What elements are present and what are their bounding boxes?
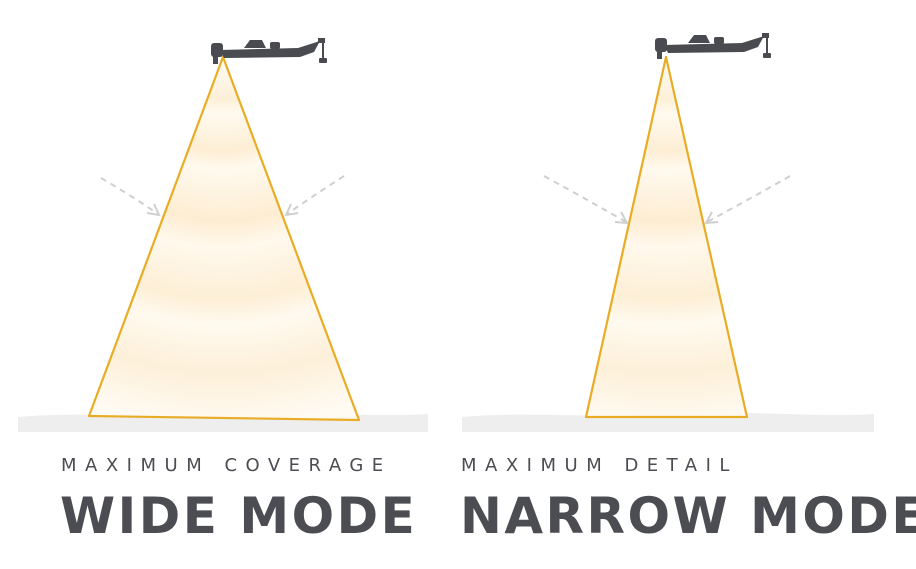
wide-mode-diagram: [0, 0, 458, 440]
narrow-mode-subtitle: MAXIMUM DETAIL: [461, 455, 738, 476]
narrow-mode-title: NARROW MODE: [460, 486, 916, 546]
boat-icon: [655, 33, 771, 59]
beam-cone: [586, 57, 747, 417]
beam-cone: [89, 57, 359, 420]
narrow-mode-diagram: [458, 0, 916, 440]
boat-icon: [211, 38, 327, 64]
curved-arrow-icon: [101, 178, 159, 215]
curved-arrow-icon: [286, 176, 344, 215]
wide-mode-title: WIDE MODE: [60, 486, 417, 546]
wide-mode-subtitle: MAXIMUM COVERAGE: [61, 455, 392, 476]
wide-mode-panel: MAXIMUM COVERAGE WIDE MODE: [0, 0, 458, 569]
narrow-mode-panel: MAXIMUM DETAIL NARROW MODE: [458, 0, 916, 569]
curved-arrow-icon: [544, 176, 627, 223]
curved-arrow-icon: [706, 176, 790, 223]
